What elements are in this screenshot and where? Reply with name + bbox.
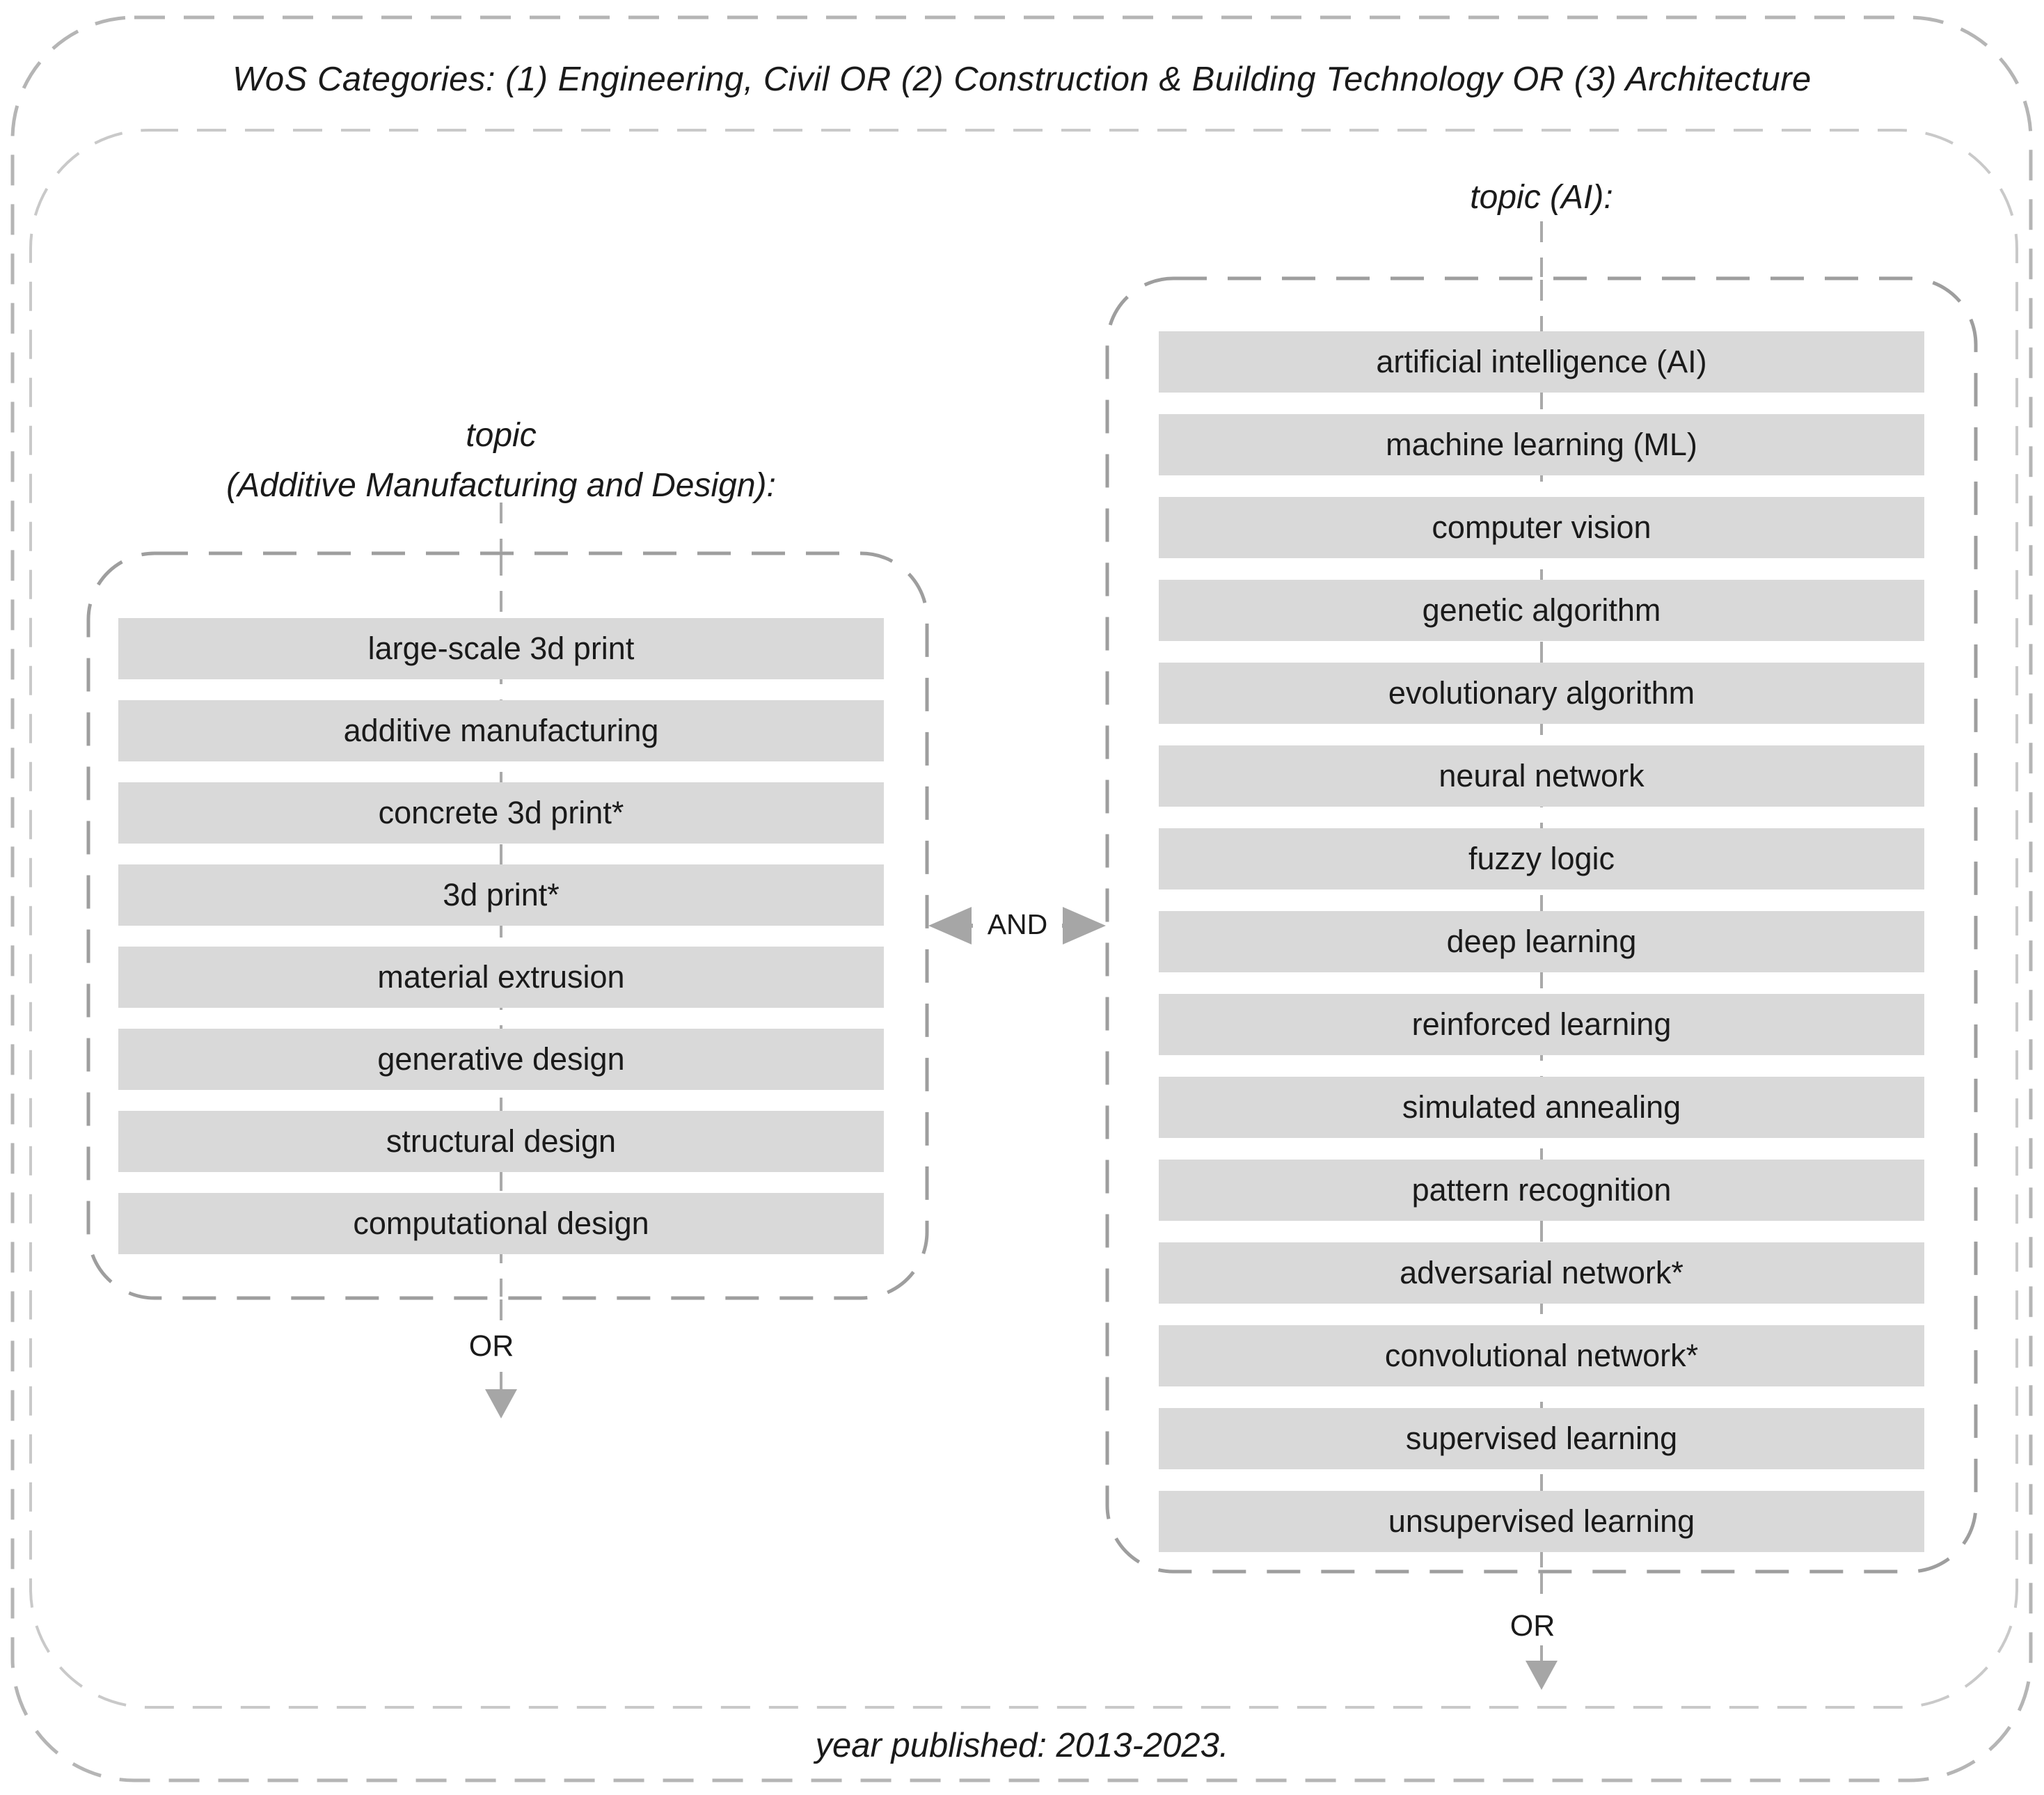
or-arrowhead-right-column xyxy=(1526,1661,1558,1690)
search-term-bar: computational design xyxy=(118,1193,884,1254)
or-operator-left-column: OR xyxy=(451,1328,532,1365)
or-operator-right-column: OR xyxy=(1492,1608,1573,1645)
search-term-bar: convolutional network* xyxy=(1159,1325,1924,1386)
search-term-bar: fuzzy logic xyxy=(1159,828,1924,889)
search-term-bar: large-scale 3d print xyxy=(118,618,884,679)
search-term-bar: machine learning (ML) xyxy=(1159,414,1924,475)
and-arrowhead-left xyxy=(928,907,972,944)
inner-topics-boundary xyxy=(29,129,2018,1709)
search-term-bar: generative design xyxy=(118,1029,884,1090)
am-topic-box-border xyxy=(86,551,929,1300)
or-arrowhead-left-column xyxy=(485,1389,517,1418)
search-term-bar: pattern recognition xyxy=(1159,1160,1924,1221)
search-term-bar: 3d print* xyxy=(118,864,884,926)
search-term-bar: neural network xyxy=(1159,745,1924,807)
and-arrowhead-right xyxy=(1063,907,1106,944)
search-term-bar: artificial intelligence (AI) xyxy=(1159,331,1924,393)
search-term-bar: adversarial network* xyxy=(1159,1242,1924,1304)
search-term-bar: additive manufacturing xyxy=(118,700,884,761)
wos-categories-title: WoS Categories: (1) Engineering, Civil O… xyxy=(232,61,1812,98)
topic-am-label-line2: (Additive Manufacturing and Design): xyxy=(226,467,776,504)
topic-additive-manufacturing-label: topic (Additive Manufacturing and Design… xyxy=(90,411,912,511)
and-operator: AND xyxy=(973,907,1062,942)
topic-ai-label: topic (AI): xyxy=(1470,179,1613,216)
search-term-bar: deep learning xyxy=(1159,911,1924,972)
search-term-bar: structural design xyxy=(118,1111,884,1172)
search-term-bar: simulated annealing xyxy=(1159,1077,1924,1138)
search-term-bar: genetic algorithm xyxy=(1159,580,1924,641)
outer-wos-categories-boundary xyxy=(10,15,2033,1782)
search-term-bar: material extrusion xyxy=(118,947,884,1008)
topic-am-label-line1: topic xyxy=(466,417,537,454)
search-term-bar: reinforced learning xyxy=(1159,994,1924,1055)
year-published-filter: year published: 2013-2023. xyxy=(815,1727,1229,1764)
ai-topic-box-border xyxy=(1105,276,1978,1574)
search-term-bar: evolutionary algorithm xyxy=(1159,663,1924,724)
search-term-bar: concrete 3d print* xyxy=(118,782,884,844)
search-term-bar: unsupervised learning xyxy=(1159,1491,1924,1552)
search-term-bar: computer vision xyxy=(1159,497,1924,558)
search-term-bar: supervised learning xyxy=(1159,1408,1924,1469)
